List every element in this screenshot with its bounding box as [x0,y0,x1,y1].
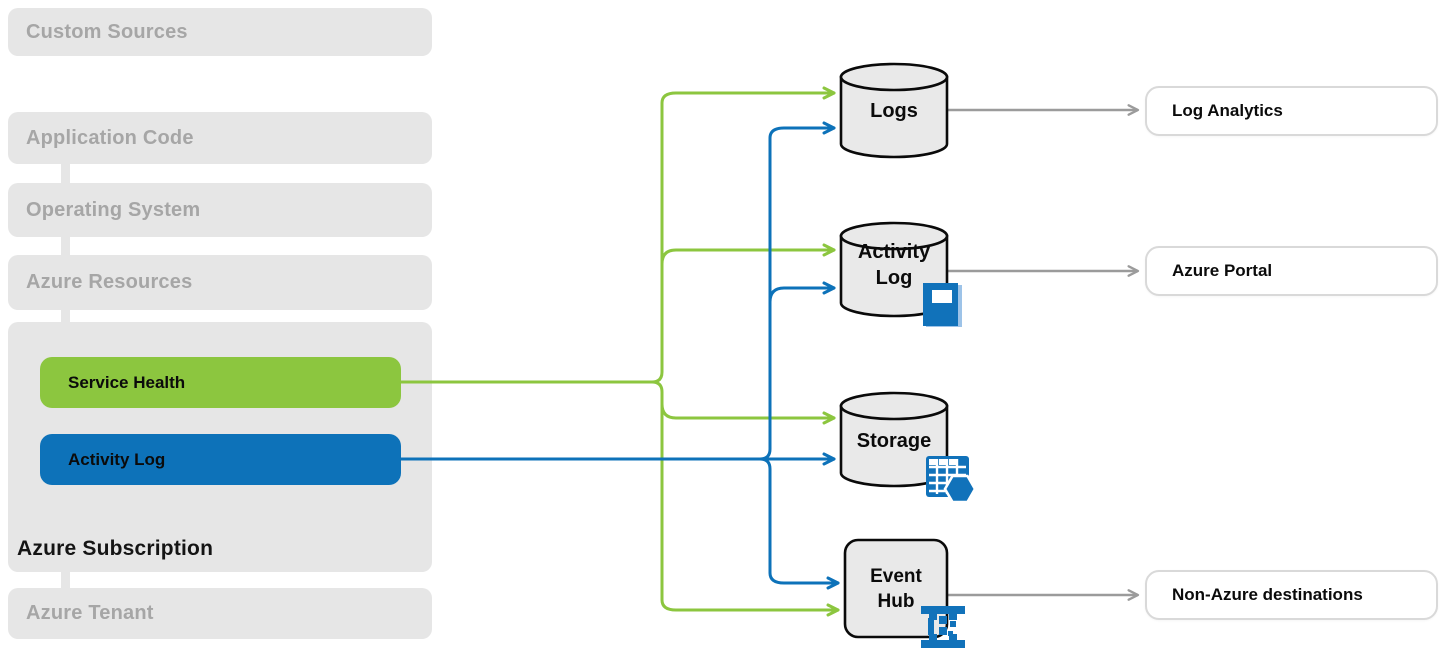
connector-appcode-os [61,163,70,184]
logs-cylinder [839,62,949,159]
notebook-icon [923,283,962,327]
event-hub-node-line2: Hub [877,591,915,612]
azure-resources-label: Azure Resources [26,271,193,293]
azure-tenant-label: Azure Tenant [26,602,154,624]
box-azure-tenant: Azure Tenant [8,588,432,639]
storage-node-label: Storage [841,428,947,454]
box-application-code: Application Code [8,112,432,164]
log-analytics-label: Log Analytics [1172,101,1283,120]
logs-node-label-text: Logs [870,100,918,122]
green-flow-service-health [399,86,840,617]
box-azure-resources: Azure Resources [8,255,432,310]
activity-log-label: Activity Log [68,449,166,469]
custom-sources-label: Custom Sources [26,20,188,43]
box-operating-system: Operating System [8,183,432,237]
activity-log-node-line1: Activity [857,241,931,263]
azure-portal-label: Azure Portal [1172,261,1273,280]
table-hexagon-icon [926,456,977,504]
non-azure-destinations-label: Non-Azure destinations [1172,585,1363,604]
event-hub-node-label: Event Hub [845,564,947,614]
connector-subscription-tenant [61,571,70,589]
service-health-pill: Service Health [40,357,401,408]
operating-system-label: Operating System [26,198,201,221]
box-non-azure-destinations: Non-Azure destinations [1145,570,1438,620]
activity-log-cylinder [839,221,949,318]
logs-node-label: Logs [841,98,947,124]
application-code-label: Application Code [26,126,194,149]
storage-node-label-text: Storage [856,430,932,452]
activity-log-node-line2: Log [875,267,913,289]
azure-subscription-label: Azure Subscription [17,537,214,560]
box-custom-sources: Custom Sources [8,8,432,56]
service-health-label: Service Health [68,372,186,392]
blue-flow-activity-log [399,121,840,590]
activity-log-node-label: Activity Log [841,239,947,291]
event-hub-node-line1: Event [870,566,922,587]
storage-cylinder [839,391,949,488]
box-azure-portal: Azure Portal [1145,246,1438,296]
event-hub-icon [921,606,965,648]
connector-resources-subscription [61,309,70,323]
connector-os-resources [61,236,70,256]
box-log-analytics: Log Analytics [1145,86,1438,136]
activity-log-pill: Activity Log [40,434,401,485]
